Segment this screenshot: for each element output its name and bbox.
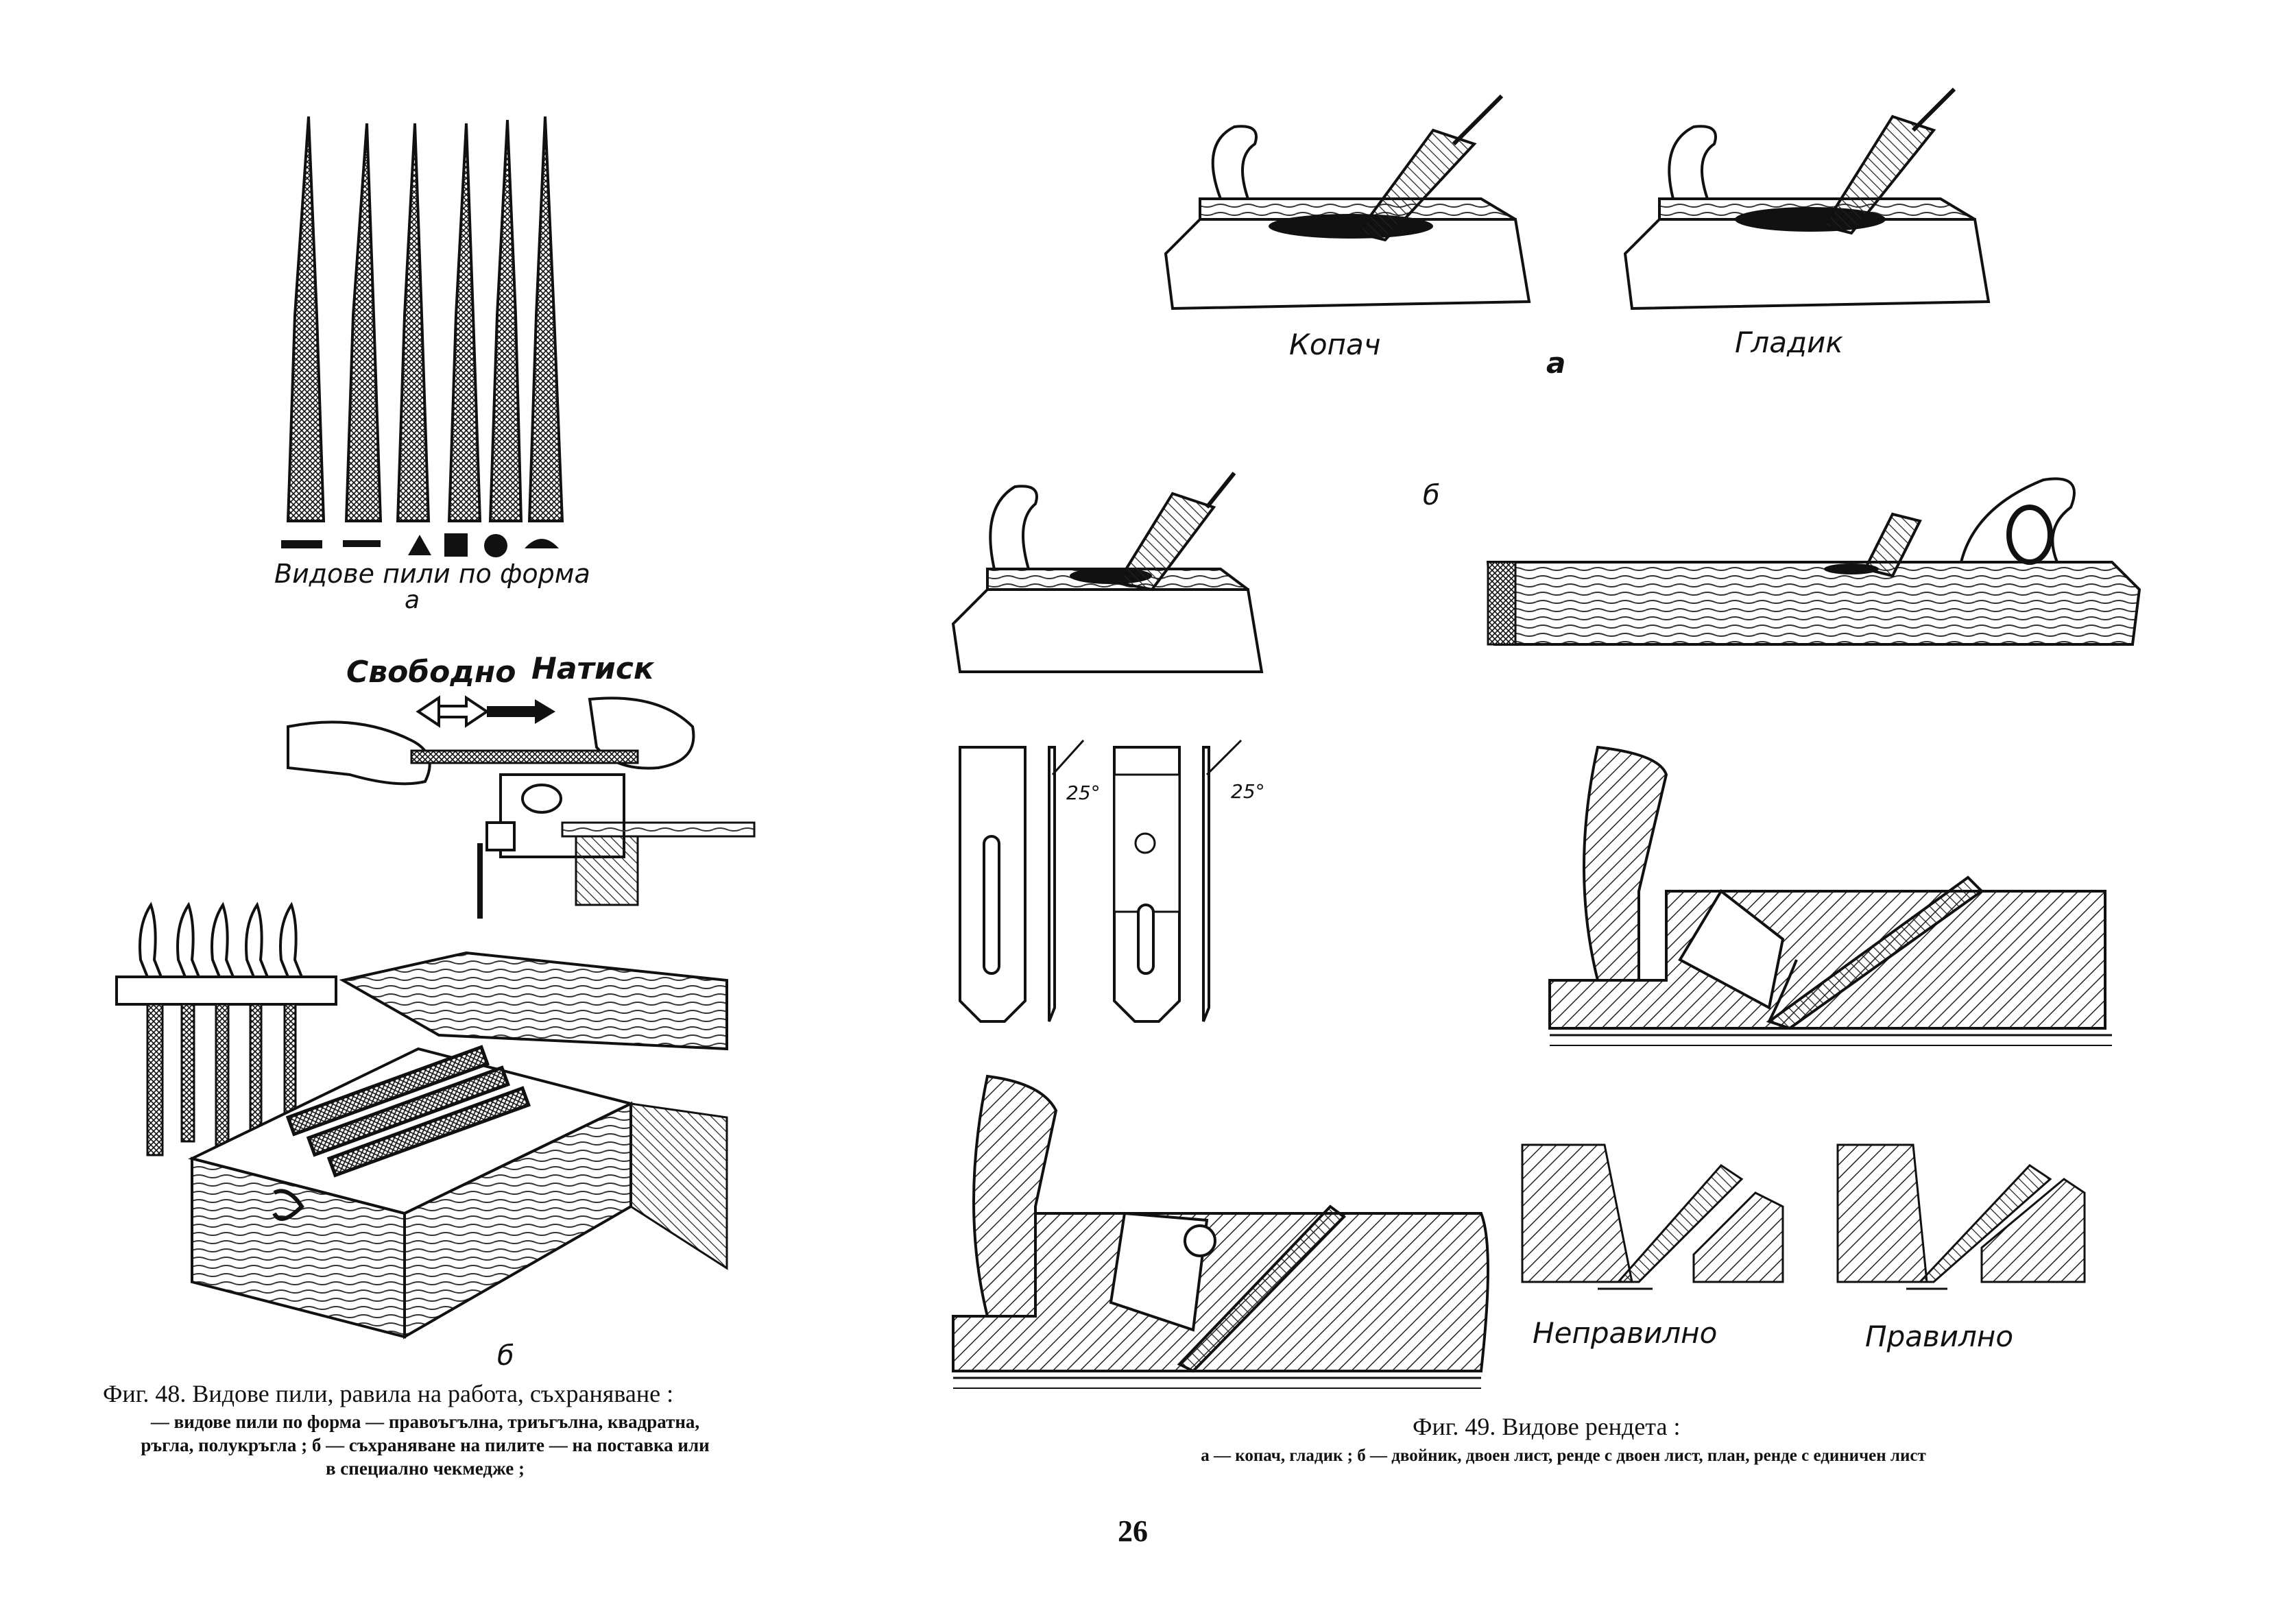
plane-dvoinik-drawing	[951, 472, 1264, 673]
plane-kopach-drawing	[1164, 94, 1531, 311]
fig49-blades	[946, 734, 1310, 1035]
fig48-label-b: б	[497, 1340, 514, 1372]
fig49-detail-wrong	[1521, 1124, 1784, 1302]
fig49-label-gladik: Гладик	[1735, 326, 1843, 359]
fig48-caption-title: Фиг. 48. Видове пили, равила на работа, …	[103, 1380, 674, 1407]
fig49-caption-title: Фиг. 49. Видове рендета :	[1413, 1413, 1681, 1440]
fig48-label-free: Свободно	[346, 655, 516, 690]
fig48-label-types-by-form: Видове пили по форма	[274, 559, 590, 589]
fig49-angle-2: 25°	[1231, 780, 1265, 803]
plane-gladik-drawing	[1623, 87, 1991, 311]
fig49-plane-dvoinik	[946, 466, 1303, 686]
fig48-files-illustration	[261, 110, 590, 562]
fig49-label-kopach: Копач	[1289, 328, 1381, 361]
fig49-label-wrong: Неправилно	[1533, 1316, 1718, 1350]
fig49-plane-gladik	[1618, 87, 2002, 329]
fig49-caption-line1: а — копач, гладик ; б — двойник, двоен л…	[1201, 1446, 1926, 1465]
fig49-section-single-blade	[1543, 734, 2126, 1049]
file-flat	[286, 116, 564, 522]
fig48-label-press: Натиск	[531, 651, 654, 686]
section-single-drawing	[1548, 745, 2112, 1046]
fig49-plane-plan	[1481, 466, 2153, 651]
fig49-caption-body: а — копач, гладик ; б — двойник, двоен л…	[1029, 1445, 2098, 1466]
fig48-caption-body: — видове пили по форма — правоъгълна, тр…	[96, 1411, 754, 1480]
rack-drawer-drawing	[115, 901, 728, 1340]
fig49-label-right: Правилно	[1865, 1320, 2014, 1353]
fig48-vise-and-hands	[274, 686, 756, 946]
detail-right-drawing	[1836, 1143, 2086, 1290]
page-number: 26	[1118, 1514, 1148, 1548]
detail-wrong-drawing	[1521, 1143, 1784, 1290]
fig49-label-a: а	[1546, 346, 1566, 380]
fig49-label-b: б	[1423, 480, 1440, 511]
fig49-angle-1: 25°	[1066, 781, 1101, 804]
fig48-caption-line1: — видове пили по форма — правоъгълна, тр…	[150, 1411, 700, 1432]
section-double-drawing	[952, 1074, 1489, 1389]
blades-drawing	[959, 739, 1242, 1023]
fig48-caption-line2: ръгла, полукръгла ; б — съхраняване на п…	[141, 1434, 710, 1455]
vise-drawing	[287, 695, 756, 919]
files-drawing	[281, 116, 564, 557]
fig48-rack-and-drawer	[110, 884, 741, 1340]
fig49-detail-right	[1836, 1124, 2086, 1302]
fig48-caption-line3: в специално чекмедже ;	[325, 1457, 525, 1479]
fig49-section-double-blade	[946, 1069, 1495, 1392]
fig49-plane-kopach	[1159, 94, 1543, 336]
plane-plan-drawing	[1486, 477, 2141, 646]
fig48-label-a: а	[405, 586, 420, 614]
